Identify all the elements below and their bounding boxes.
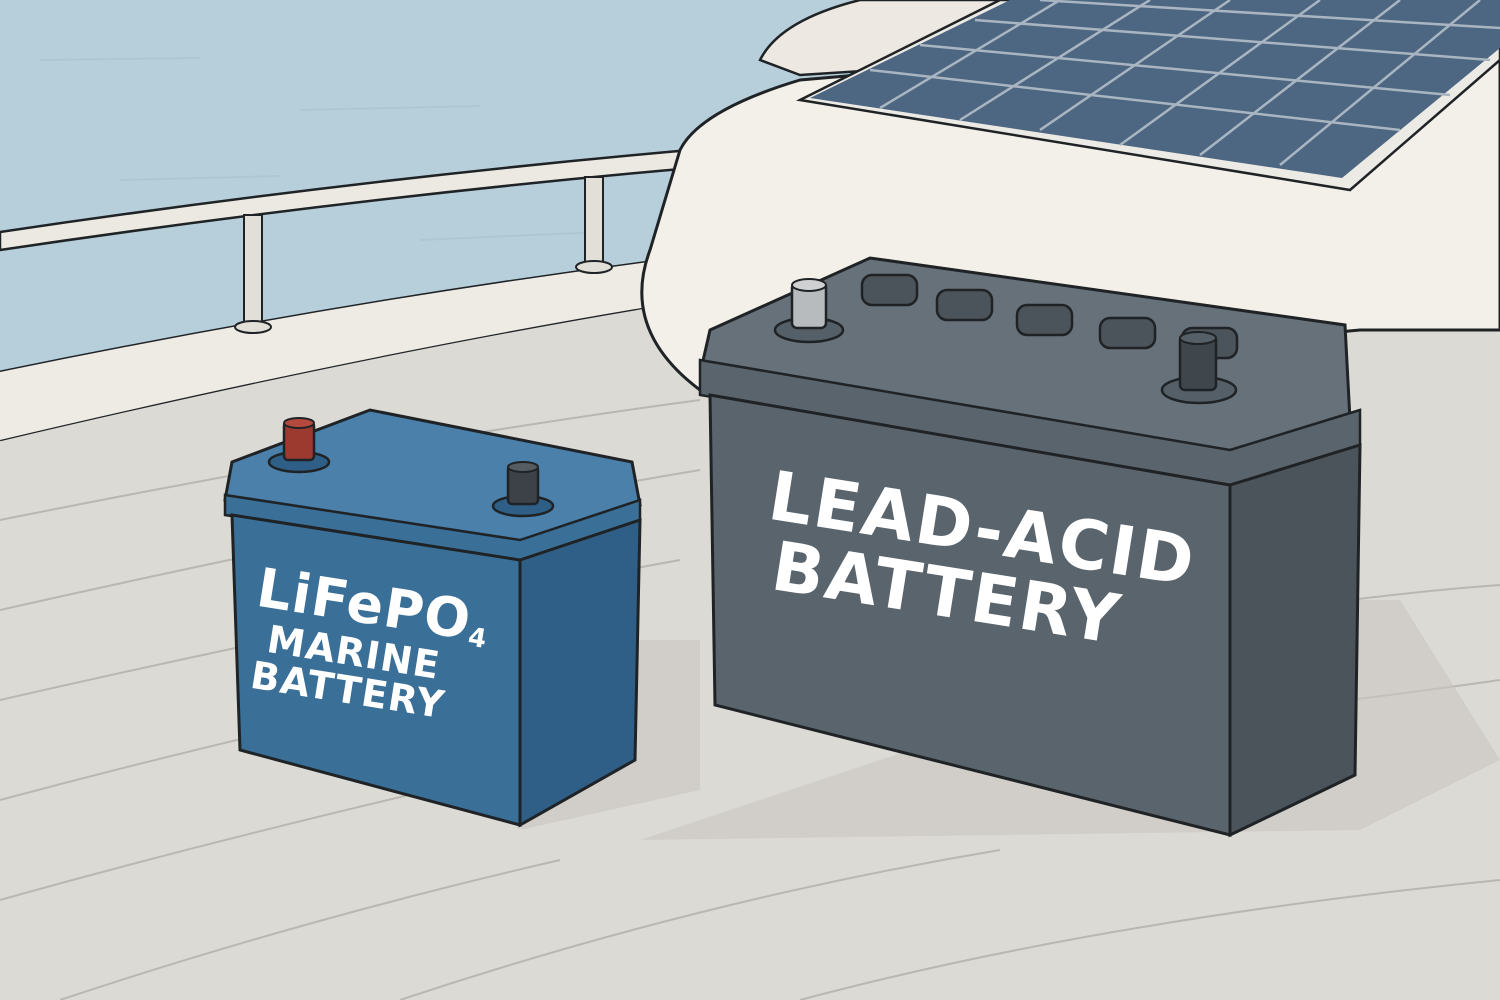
lead-acid-battery	[698, 256, 1362, 838]
solar-panel	[795, 0, 1500, 192]
lifepo4-battery	[223, 408, 642, 828]
